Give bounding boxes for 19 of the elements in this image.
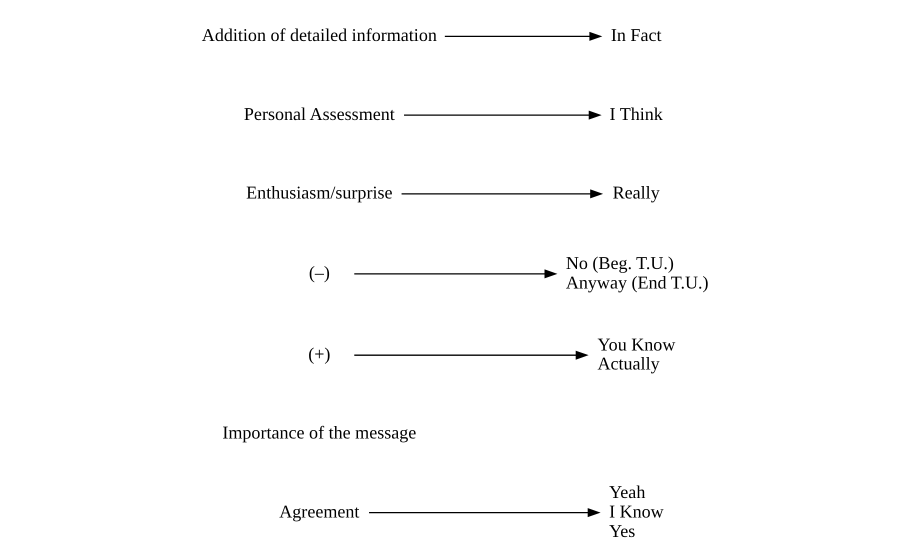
arrow (369, 508, 601, 518)
arrow (444, 32, 602, 41)
node-text: No (Beg. T.U.) Anyway (End T.U.) (566, 252, 709, 292)
arrow (354, 350, 589, 360)
node-text: Agreement (279, 501, 360, 522)
node-text: In Fact (610, 25, 662, 46)
arrow (354, 269, 558, 278)
arrow (402, 189, 604, 198)
node-text: Enthusiasm/surprise (246, 182, 393, 203)
node-text: You Know Actually (597, 334, 676, 374)
node-text: Yeah I Know Yes (609, 482, 664, 541)
node-text: Importance of the message (222, 422, 416, 443)
node-text: Really (612, 182, 660, 203)
node-text: (–) (308, 262, 330, 283)
node-text: (+) (308, 344, 330, 364)
arrow (404, 110, 602, 120)
node-text: Addition of detailed information (202, 25, 437, 46)
node-text: Personal Assessment (244, 104, 395, 124)
node-text: I Think (610, 104, 663, 124)
